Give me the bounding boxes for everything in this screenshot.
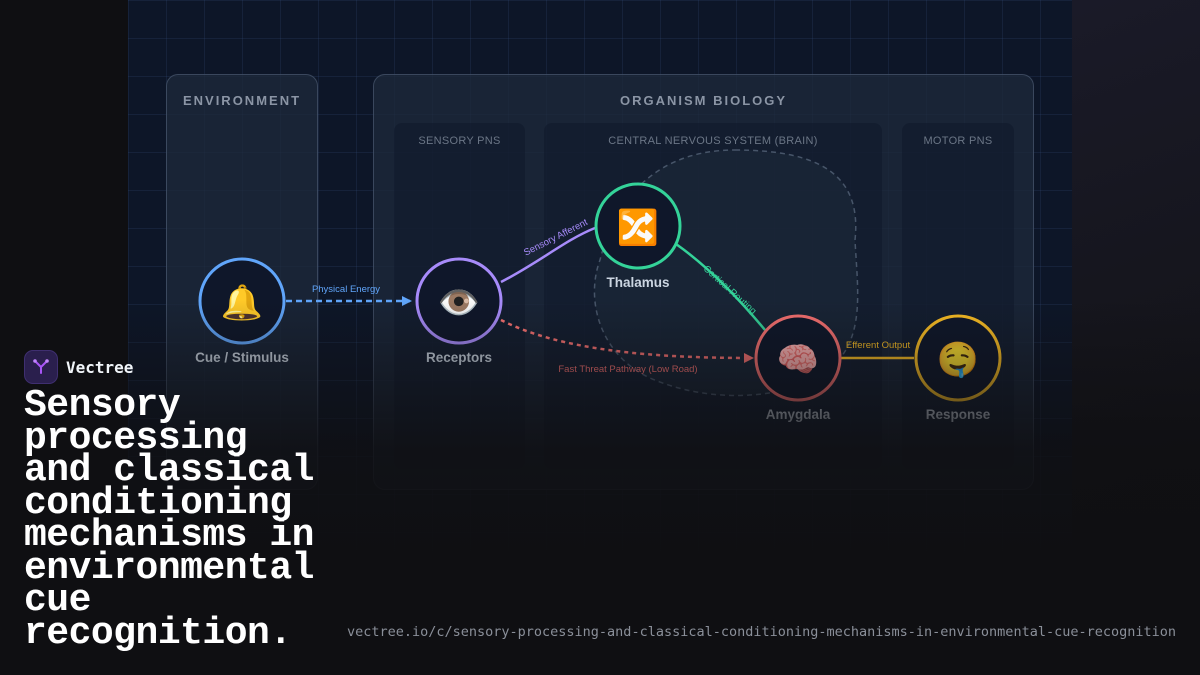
cue-stimulus-label: Cue / Stimulus (195, 350, 289, 365)
eye-icon: 👁️ (438, 283, 480, 323)
source-url[interactable]: vectree.io/c/sensory-processing-and-clas… (346, 624, 1176, 640)
drooling-face-icon: 🤤 (937, 340, 979, 380)
efferent-output-label: Efferent Output (846, 340, 911, 351)
sensory-pns-lane-title: SENSORY PNS (418, 135, 501, 147)
brand-name: Vectree (66, 357, 134, 377)
cns-lane-title: CENTRAL NERVOUS SYSTEM (BRAIN) (608, 135, 818, 147)
fast-threat-label: Fast Threat Pathway (Low Road) (558, 364, 697, 375)
amygdala-label: Amygdala (766, 407, 831, 422)
brain-icon: 🧠 (777, 340, 819, 380)
sensory-afferent-label: Sensory Afferent (522, 217, 590, 259)
shuffle-icon: 🔀 (617, 208, 659, 248)
sensory-afferent-edge (500, 226, 596, 284)
response-label: Response (926, 407, 991, 422)
brand: Vectree (24, 350, 133, 384)
vectree-logo-icon (24, 350, 58, 384)
cue-stimulus-node: 🔔 Cue / Stimulus (195, 257, 289, 365)
physical-energy-label: Physical Energy (312, 284, 380, 295)
receptors-node: 👁️ Receptors (415, 257, 503, 365)
bell-icon: 🔔 (221, 283, 263, 323)
thalamus-node: 🔀 Thalamus (594, 182, 682, 290)
motor-pns-lane-title: MOTOR PNS (923, 135, 993, 147)
organism-panel-title: ORGANISM BIOLOGY (619, 93, 788, 108)
receptors-label: Receptors (426, 350, 492, 365)
environment-panel-title: ENVIRONMENT (182, 93, 302, 108)
page-title: Sensory processing and classical conditi… (24, 384, 314, 655)
thalamus-label: Thalamus (606, 275, 669, 290)
response-node: 🤤 Response (914, 314, 1002, 422)
amygdala-node: 🧠 Amygdala (754, 314, 842, 422)
